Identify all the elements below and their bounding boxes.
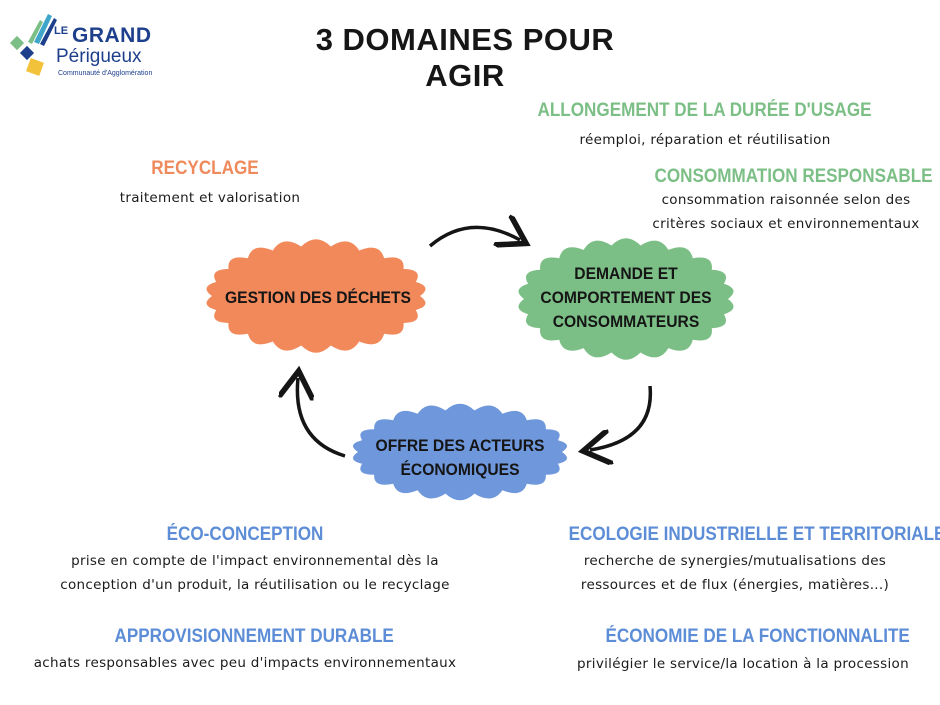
eco-design-title: ÉCO-CONCEPTION — [166, 524, 324, 545]
eco-design-desc-line-2: conception d'un produit, la réutilisatio… — [60, 577, 450, 593]
consumer-demand-line-3: CONSOMMATEURS — [552, 312, 700, 331]
waste-management-cloud — [206, 239, 426, 353]
economic-offer-line-2: ÉCONOMIQUES — [400, 460, 520, 479]
functional-economy-desc: privilégier le service/la location à la … — [577, 656, 909, 672]
page-title: 3 DOMAINES POUR AGIR — [315, 22, 615, 93]
industrial-ecology-desc-line-2: ressources et de flux (énergies, matière… — [580, 577, 890, 593]
logo-emblem-icon — [9, 14, 57, 76]
le-grand-perigueux-logo: LE GRAND Périgueux Communauté d'Agglomér… — [8, 8, 168, 84]
economic-offer-line-1: OFFRE DES ACTEURS — [375, 436, 545, 455]
arrow-demand-to-offer — [590, 385, 653, 450]
responsible-consumption-desc-line-1: consommation raisonnée selon des — [661, 192, 911, 208]
arrow-offer-to-waste — [297, 378, 346, 458]
sustainable-supply-title: APPROVISIONNEMENT DURABLE — [114, 626, 394, 647]
usage-extension-desc: réemploi, réparation et réutilisation — [579, 132, 831, 148]
industrial-ecology-title: ECOLOGIE INDUSTRIELLE ET TERRITORIALE — [568, 524, 940, 545]
responsible-consumption-title: CONSOMMATION RESPONSABLE — [654, 166, 933, 187]
consumer-demand-label: DEMANDE ET COMPORTEMENT DES CONSOMMATEUR… — [528, 262, 723, 334]
economic-offer-label: OFFRE DES ACTEURS ÉCONOMIQUES — [368, 434, 552, 482]
logo-grand-text: GRAND — [72, 24, 152, 47]
recycling-title: RECYCLAGE — [151, 158, 259, 179]
industrial-ecology-desc: recherche de synergies/mutualisations de… — [545, 549, 925, 597]
sustainable-supply-desc: achats responsables avec peu d'impacts e… — [33, 655, 457, 671]
responsible-consumption-desc-line-2: critères sociaux et environnementaux — [652, 216, 920, 232]
responsible-consumption-desc: consommation raisonnée selon des critère… — [638, 188, 934, 236]
logo-perigueux-text: Périgueux — [56, 46, 142, 67]
consumer-demand-line-1: DEMANDE ET — [574, 264, 678, 283]
eco-design-desc-line-1: prise en compte de l'impact environnemen… — [71, 553, 439, 569]
logo-subtitle: Communauté d'Agglomération — [58, 70, 153, 77]
consumer-demand-cloud — [518, 238, 734, 360]
waste-management-label: GESTION DES DÉCHETS — [225, 288, 411, 307]
consumer-demand-line-2: COMPORTEMENT DES — [540, 288, 712, 307]
arrow-waste-to-demand — [428, 227, 520, 246]
logo-le-text: LE — [54, 25, 69, 37]
eco-design-desc: prise en compte de l'impact environnemen… — [20, 549, 490, 597]
recycling-desc: traitement et valorisation — [119, 190, 301, 206]
functional-economy-title: ÉCONOMIE DE LA FONCTIONNALITE — [605, 626, 910, 647]
usage-extension-title: ALLONGEMENT DE LA DURÉE D'USAGE — [537, 100, 872, 121]
industrial-ecology-desc-line-1: recherche de synergies/mutualisations de… — [583, 553, 887, 569]
economic-offer-cloud — [352, 403, 568, 501]
